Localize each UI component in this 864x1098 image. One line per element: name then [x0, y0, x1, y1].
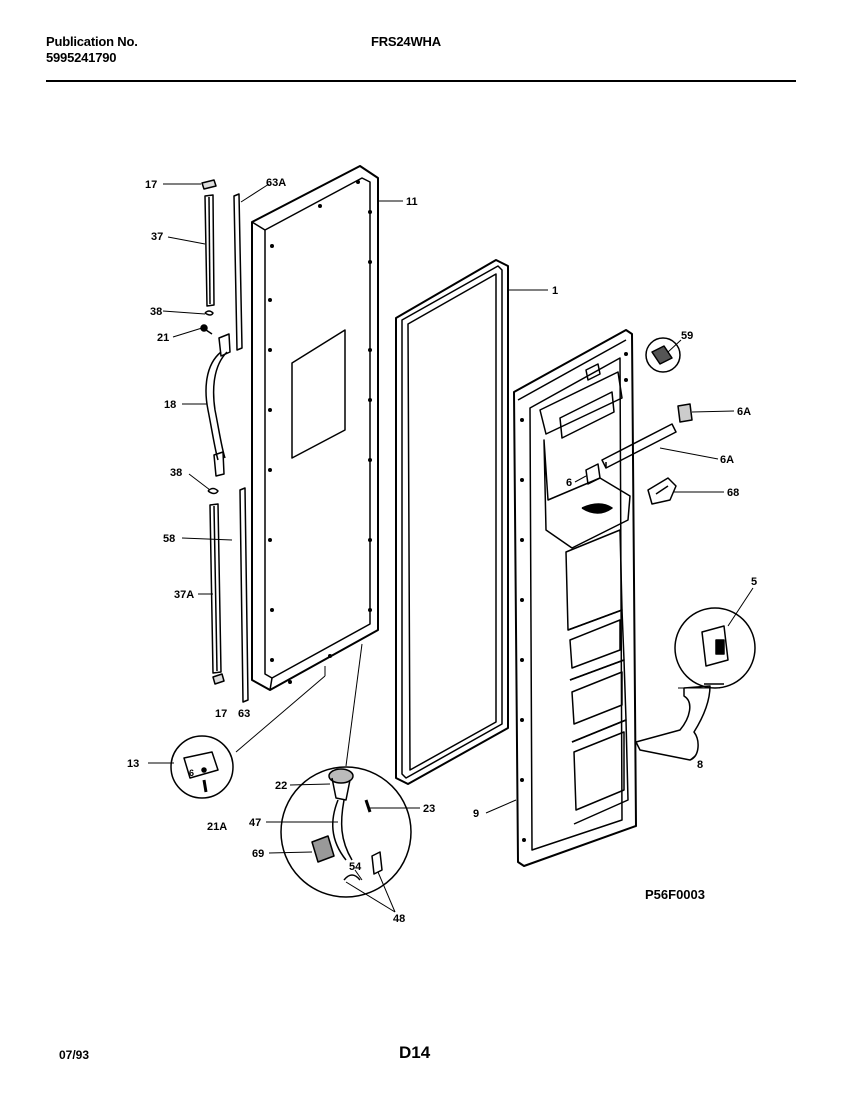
callout-17-bottom: 17 [215, 708, 227, 720]
part-5-detail-circle [674, 607, 756, 689]
part-6a-bracket [677, 403, 693, 423]
publication-date: 07/93 [59, 1048, 90, 1062]
callout-21: 21 [157, 332, 169, 344]
callout-labels: 17 63A 11 37 1 38 21 59 18 6A 6A 38 6 68… [127, 177, 757, 925]
part-13-detail-circle [170, 735, 234, 799]
callout-38-lower: 38 [170, 467, 182, 479]
page-code: D14 [399, 1043, 431, 1062]
callout-6-small: 6 [189, 768, 194, 778]
callout-69: 69 [252, 848, 264, 860]
part-11-outer-door-panel [251, 165, 379, 691]
part-63a-strip [233, 193, 243, 351]
callout-5: 5 [751, 576, 757, 588]
publication-number: 5995241790 [46, 50, 117, 65]
callout-1: 1 [552, 285, 558, 297]
part-38-lower-clip [207, 487, 219, 495]
part-63-strip [239, 487, 249, 703]
callout-47: 47 [249, 817, 261, 829]
callout-58: 58 [163, 533, 175, 545]
part-9-inner-door-liner [513, 329, 637, 867]
callout-21a: 21A [207, 821, 227, 833]
model-number: FRS24WHA [371, 34, 441, 49]
header-rule [46, 80, 796, 82]
publication-label: Publication No. [46, 34, 138, 49]
callout-18: 18 [164, 399, 176, 411]
callout-8: 8 [697, 759, 703, 771]
callout-11: 11 [406, 196, 418, 208]
part-6a-rail [601, 423, 677, 469]
callout-22: 22 [275, 780, 287, 792]
part-1-door-gasket [395, 259, 509, 785]
callout-63a: 63A [266, 177, 286, 189]
callout-63: 63 [238, 708, 250, 720]
callout-37a: 37A [174, 589, 194, 601]
part-59-detail-circle [645, 337, 681, 373]
callout-9: 9 [473, 808, 479, 820]
callout-6a-upper: 6A [737, 406, 751, 418]
figure-code: P56F0003 [645, 887, 705, 902]
callout-68: 68 [727, 487, 739, 499]
part-37-trim-strip [204, 194, 215, 307]
callout-37: 37 [151, 231, 163, 243]
part-68-lever [647, 477, 677, 505]
part-18-handle [205, 333, 231, 477]
part-38-clip [204, 310, 214, 316]
callout-6a-lower: 6A [720, 454, 734, 466]
part-17-top-cap [201, 179, 217, 190]
wire-harness-detail-circle [280, 766, 412, 898]
part-21-screw [200, 324, 213, 335]
callout-38-upper: 38 [150, 306, 162, 318]
callout-13: 13 [127, 758, 139, 770]
callout-48: 48 [393, 913, 405, 925]
part-37a-trim-strip [209, 503, 225, 685]
part-6-piece [585, 463, 601, 485]
leader-lines [148, 183, 754, 913]
part-8-bracket [635, 683, 724, 761]
callout-6: 6 [566, 477, 572, 489]
callout-54: 54 [349, 861, 362, 873]
callout-59: 59 [681, 330, 693, 342]
callout-23: 23 [423, 803, 435, 815]
callout-17-top: 17 [145, 179, 157, 191]
